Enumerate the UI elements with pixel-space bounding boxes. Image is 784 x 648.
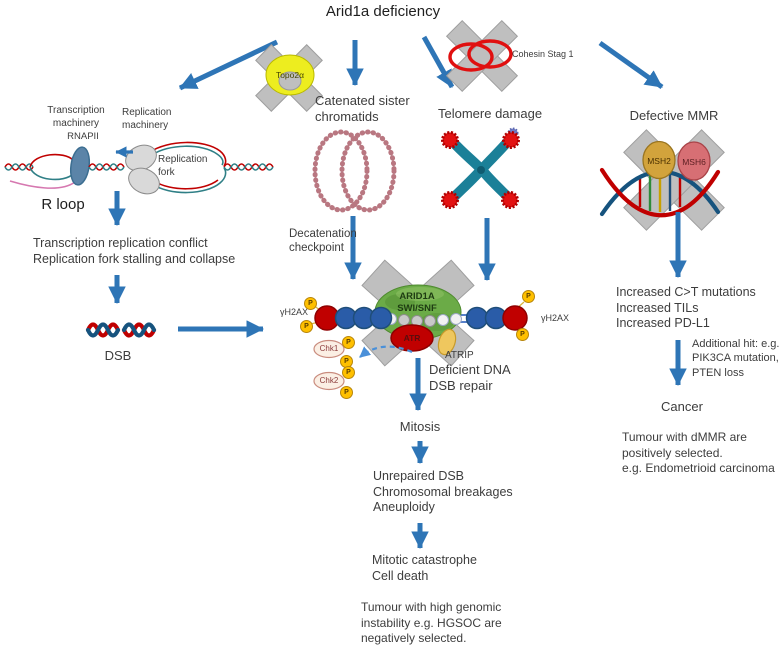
chk2-label: Chk2	[319, 376, 339, 385]
left-nucleosome-chain	[310, 304, 393, 331]
mitosis-label: Mitosis	[399, 419, 441, 434]
telomere-damage-tips	[441, 131, 520, 209]
arrow-to-rloop-branch	[178, 39, 279, 91]
right-nucleosome-chain	[465, 301, 528, 331]
msh6-label: MSH6	[682, 157, 706, 167]
atr-signalling-dashed-arrow	[359, 345, 413, 358]
transcription-machinery-label: Transcription machinery	[47, 105, 105, 129]
catenated-rings	[312, 129, 397, 213]
replication-machinery-label: Replication machinery	[122, 107, 172, 131]
topo2a-label: Topo2α	[275, 70, 305, 80]
phospho-p-badge: P	[342, 366, 355, 379]
arrow-to-telomere	[421, 35, 455, 89]
arid1a-swisnf-label: ARID1A SWI/SNF	[397, 291, 437, 315]
dsb-label: DSB	[104, 348, 132, 363]
msh6-ellipse	[677, 141, 711, 181]
tumour-positive-text: Tumour with dMMR are positively selected…	[622, 430, 775, 476]
decatenation-label: Decatenation checkpoint	[289, 228, 357, 255]
rna-strand	[9, 180, 76, 189]
chk-proteins	[313, 339, 345, 391]
phospho-p-badge: P	[340, 386, 353, 399]
top-arrows	[178, 35, 664, 91]
swisnf-complex	[310, 259, 528, 367]
tumour-negative-text: Tumour with high genomic instability e.g…	[361, 600, 502, 646]
atrip-ellipse	[437, 328, 457, 356]
chk1-label: Chk1	[319, 344, 339, 353]
msh2-ellipse	[642, 140, 676, 180]
replication-fork-label: Replication fork	[158, 154, 208, 178]
telomere-chromosome	[441, 127, 520, 209]
page-title: Arid1a deficiency	[325, 3, 441, 20]
rloop-replication-graphic	[4, 141, 274, 195]
topo2a-icon	[255, 44, 323, 112]
defective-mmr-label: Defective MMR	[629, 108, 719, 123]
phospho-p-badge: P	[516, 328, 529, 341]
atr-label: ATR	[403, 333, 421, 343]
catastrophe-text: Mitotic catastrophe Cell death	[372, 553, 477, 583]
telomere-label: Telomere damage	[438, 106, 543, 121]
phospho-p-badge: P	[522, 290, 535, 303]
cohesin-label: Cohesin Stag 1	[512, 49, 574, 59]
conflict-text: Transcription replication conflict Repli…	[33, 236, 236, 266]
cohesin-icon	[445, 19, 519, 93]
phospho-p-badge: P	[300, 320, 313, 333]
phospho-p-badge: P	[342, 336, 355, 349]
phospho-p-badge: P	[340, 355, 353, 368]
increased-text: Increased C>T mutations Increased TILs I…	[616, 285, 756, 330]
dsb-graphic	[85, 322, 157, 338]
arrow-to-mmr	[598, 40, 664, 90]
catenated-label: Catenated sister chromatids	[315, 93, 410, 125]
phospho-p-badge: P	[304, 297, 317, 310]
unrepaired-text: Unrepaired DSB Chromosomal breakages Ane…	[373, 469, 513, 514]
deficient-dsb-repair-label: Deficient DNA DSB repair	[429, 362, 511, 394]
h2ax-left-label: γH2AX	[280, 307, 309, 317]
rnapii-label: RNAPII	[67, 131, 99, 142]
msh2-label: MSH2	[647, 156, 671, 166]
cancer-label: Cancer	[661, 399, 703, 414]
additional-hit-text: Additional hit: e.g. PIK3CA mutation, PT…	[692, 338, 780, 379]
mmr-icon	[599, 129, 725, 231]
rnapii-ellipse	[69, 146, 91, 186]
replication-machinery-ellipse	[128, 167, 160, 195]
atrip-label: ATRIP	[445, 350, 474, 361]
h2ax-right-label: γH2AX	[541, 313, 570, 323]
r-loop-label: R loop	[41, 196, 85, 213]
